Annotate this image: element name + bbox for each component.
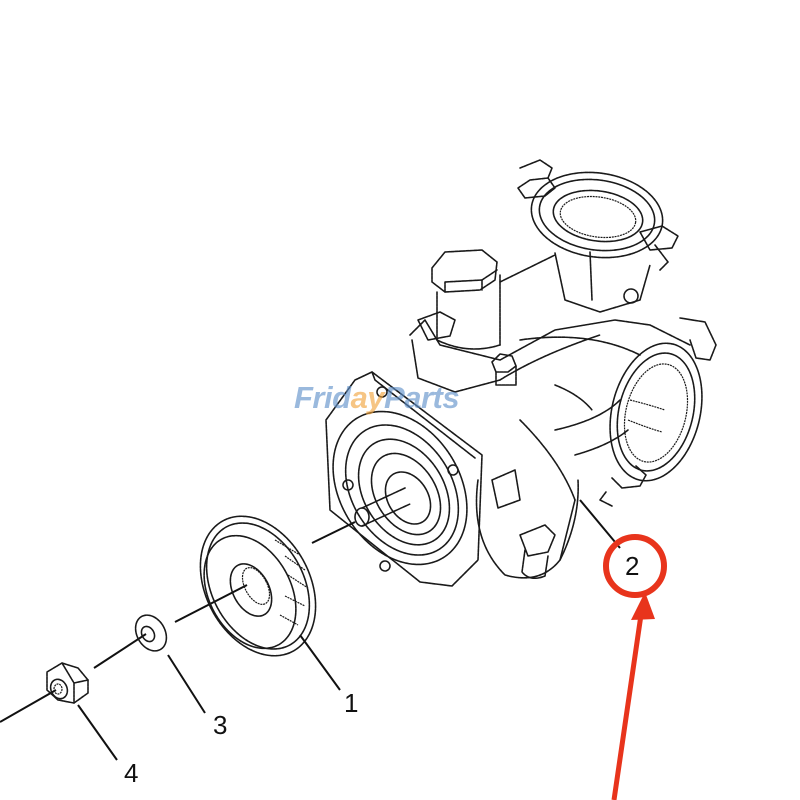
leader-line-3 <box>167 654 206 714</box>
highlight-arrow-shaft <box>611 607 645 800</box>
side-outlet-ring <box>609 342 703 482</box>
watermark-text-b: ay <box>350 380 385 415</box>
cap-nut <box>417 249 556 350</box>
leader-line-1 <box>299 634 341 691</box>
watermark-text-a: Frid <box>294 380 351 415</box>
washer-drawing <box>134 614 168 652</box>
gear-drawing <box>199 515 317 657</box>
front-mounting-flange <box>325 371 483 587</box>
highlight-arrow-head <box>631 592 655 620</box>
callout-label-1: 1 <box>344 688 359 718</box>
shaft-axis-line-4 <box>0 689 57 723</box>
watermark-text-c: Parts <box>384 380 460 415</box>
top-outlet-flange <box>517 159 679 313</box>
highlight-marker <box>603 534 667 800</box>
callout-label-4: 4 <box>124 758 139 788</box>
pump-body <box>409 317 717 580</box>
pump-assembly-drawing <box>325 159 717 587</box>
highlight-circle <box>603 534 667 598</box>
leader-line-2 <box>579 499 621 549</box>
shaft-axis-line-1 <box>311 521 356 544</box>
shaft-axis-line-3 <box>93 633 147 669</box>
nut-drawing <box>46 662 89 704</box>
watermark-logo: FridayParts <box>294 380 460 416</box>
callout-label-2: 2 <box>625 551 640 581</box>
callout-label-3: 3 <box>213 710 228 740</box>
leader-line-4 <box>77 704 118 761</box>
